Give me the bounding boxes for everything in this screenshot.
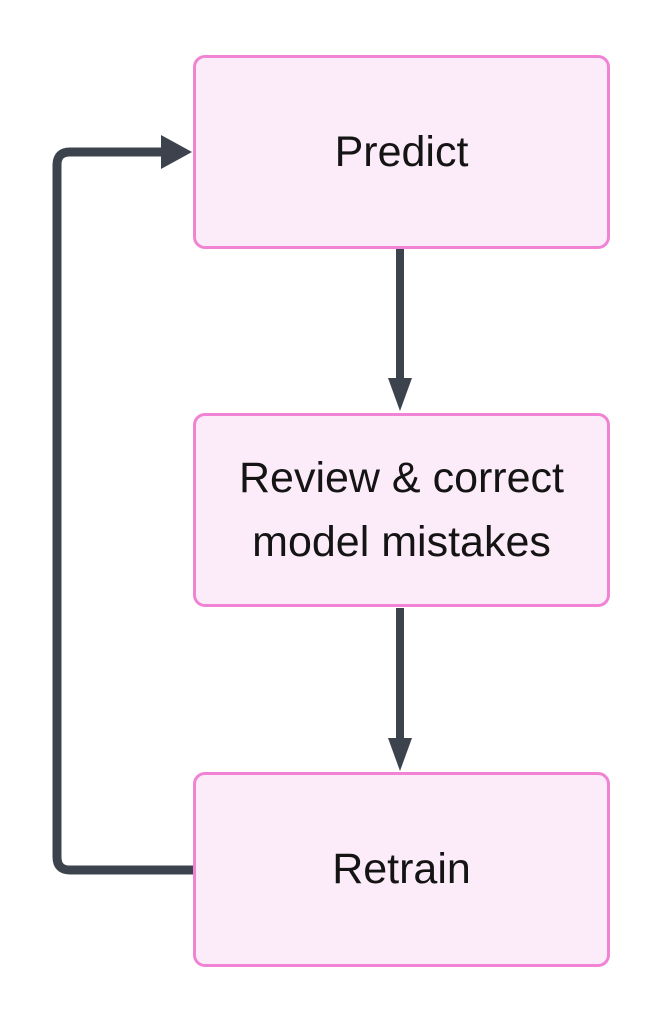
arrowhead-down-review-icon — [388, 378, 412, 411]
edge-retrain-to-predict — [52, 147, 193, 875]
node-predict: Predict — [193, 55, 610, 249]
node-review-label: Review & correct model mistakes — [239, 453, 564, 567]
arrowhead-right-predict-icon — [161, 135, 192, 169]
node-review: Review & correct model mistakes — [193, 413, 610, 607]
node-predict-label: Predict — [334, 127, 469, 176]
arrowhead-down-retrain-icon — [388, 738, 412, 771]
node-retrain: Retrain — [193, 772, 610, 967]
node-retrain-label: Retrain — [332, 845, 471, 894]
